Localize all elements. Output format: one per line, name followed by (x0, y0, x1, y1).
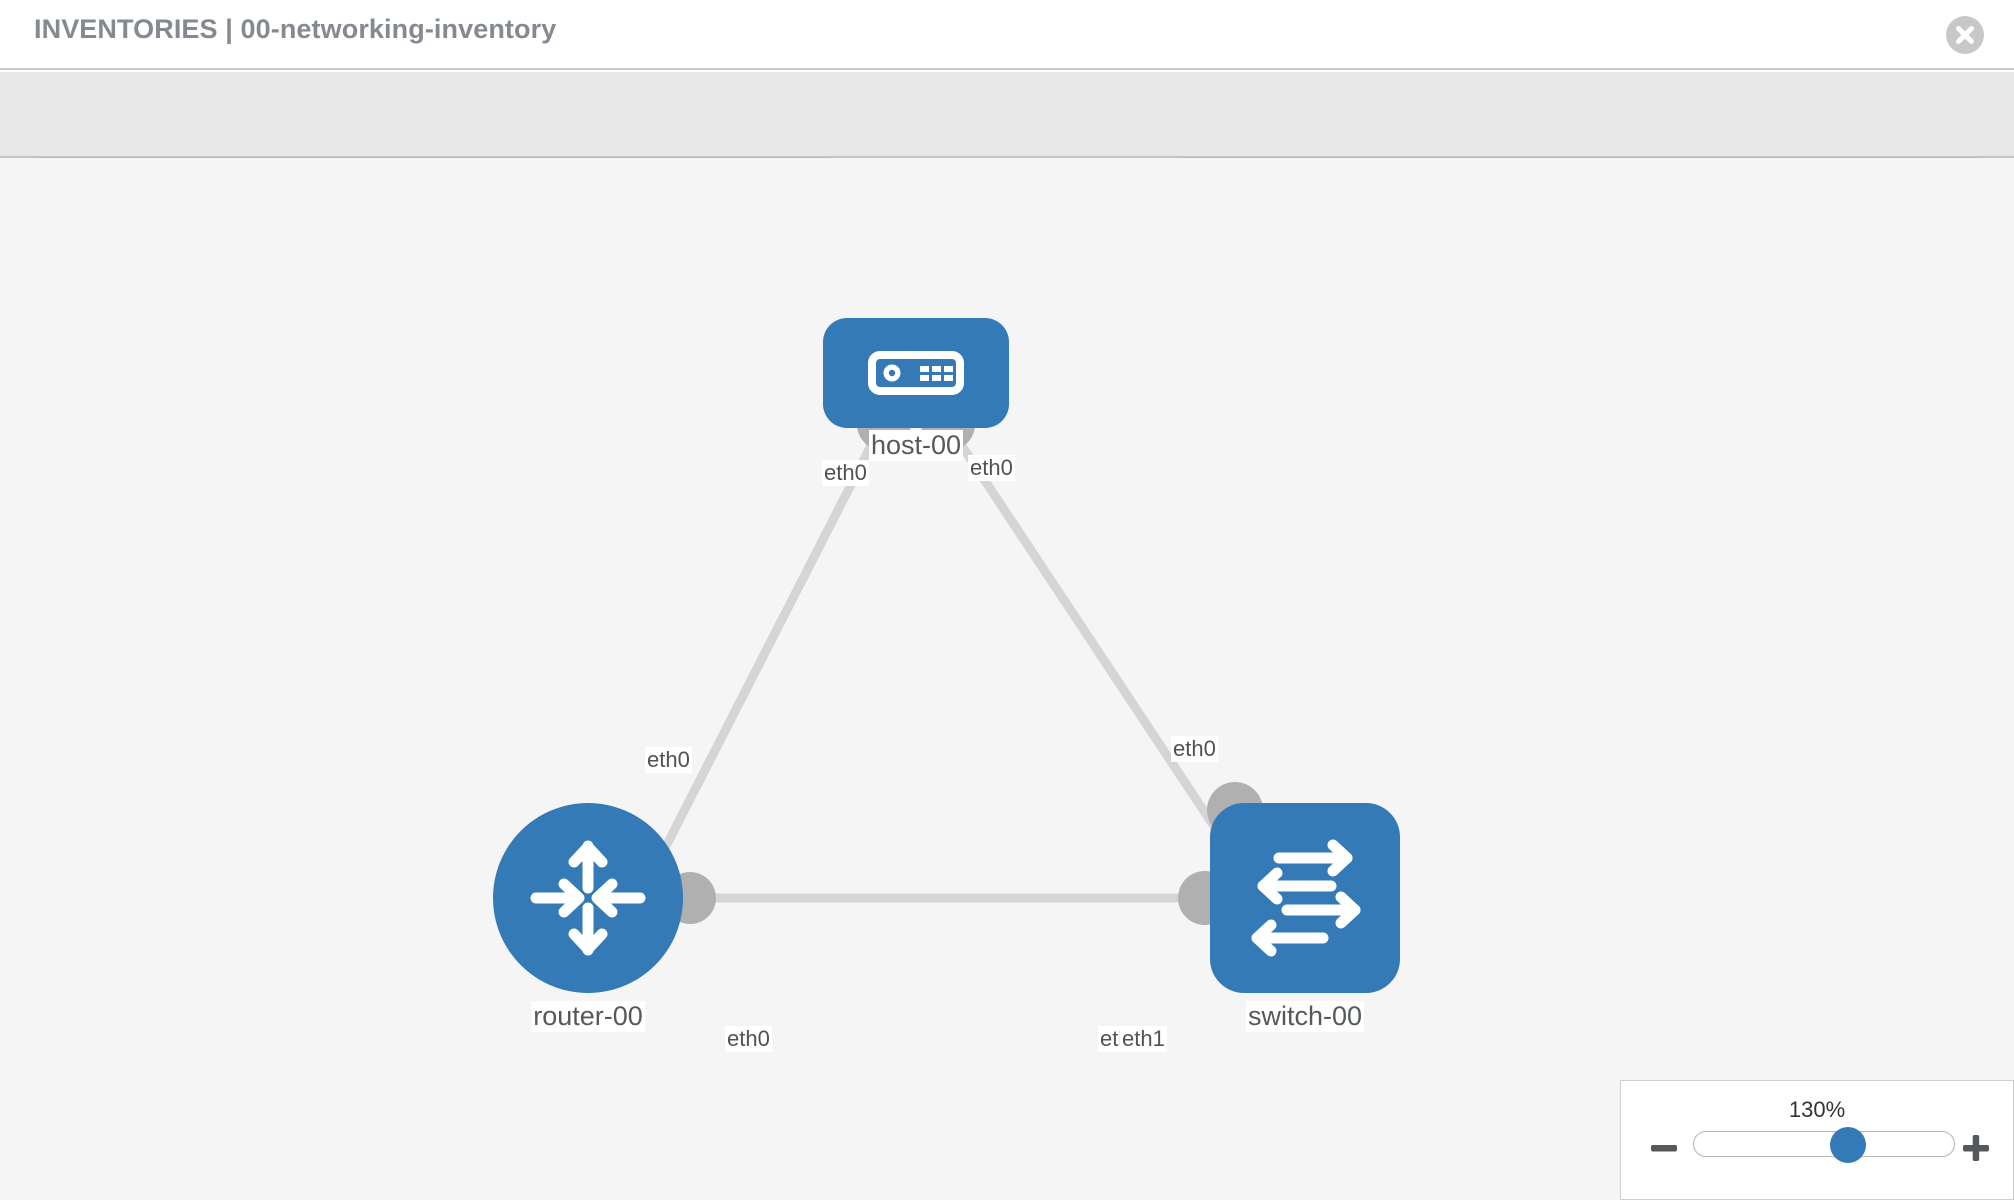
server-icon (868, 351, 964, 395)
node-router-00[interactable]: router-00 (493, 803, 683, 1033)
toolbar: ACTIONS SEARCH (0, 72, 2014, 209)
node-switch-00-shape[interactable] (1210, 803, 1400, 993)
close-icon-svg (1946, 16, 1984, 54)
zoom-slider-thumb[interactable] (1830, 1127, 1866, 1163)
iface-label-switch-left-front: eth1 (1120, 1026, 1167, 1053)
node-switch-00-label: switch-00 (1245, 1001, 1365, 1033)
topology-graph (655, 397, 1263, 925)
minus-icon (1651, 1145, 1677, 1152)
link-router-host[interactable] (655, 425, 885, 861)
node-router-00-label: router-00 (531, 1001, 645, 1033)
link-host-switch[interactable] (946, 425, 1239, 861)
iface-label-router-right: eth0 (725, 1026, 772, 1053)
zoom-out-button[interactable] (1649, 1133, 1679, 1163)
zoom-slider-track[interactable] (1693, 1127, 1955, 1163)
zoom-control-panel: 130% (1620, 1080, 2014, 1200)
plus-icon (1963, 1135, 1989, 1161)
node-host-00-shape[interactable] (823, 318, 1009, 428)
iface-label-switch-up: eth0 (1171, 736, 1218, 763)
zoom-level-value: 130% (1788, 1097, 1846, 1122)
iface-label-router-up: eth0 (645, 747, 692, 774)
iface-label-host-left: eth0 (822, 460, 869, 487)
page-header: INVENTORIES | 00-networking-inventory (0, 0, 2014, 70)
node-router-00-shape[interactable] (493, 803, 683, 993)
topology-canvas[interactable]: host-00 router-00 (0, 158, 2014, 1200)
switch-arrows-icon (1251, 839, 1361, 957)
close-icon[interactable] (1946, 16, 1984, 54)
node-host-00[interactable]: host-00 (823, 318, 1009, 462)
node-switch-00[interactable]: switch-00 (1210, 803, 1400, 1033)
page-title: INVENTORIES | 00-networking-inventory (34, 14, 557, 44)
iface-label-host-right: eth0 (968, 455, 1015, 482)
node-host-00-label: host-00 (868, 430, 964, 462)
router-arrows-icon (530, 840, 646, 956)
zoom-in-button[interactable] (1961, 1133, 1991, 1163)
